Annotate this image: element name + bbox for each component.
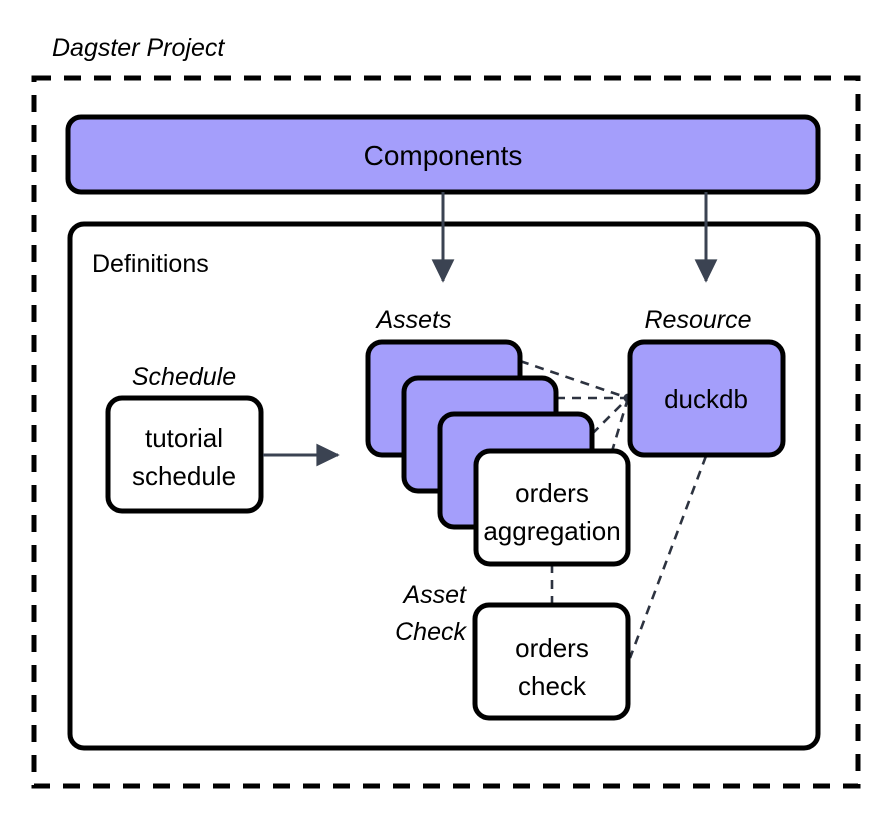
asset-check-group-label-line2: Check: [395, 618, 467, 646]
edge-asset3-to-duckdb: [591, 397, 629, 435]
edge-asset1-to-duckdb: [519, 359, 629, 400]
tutorial-schedule-line1: tutorial: [145, 423, 223, 453]
duckdb-label: duckdb: [664, 384, 748, 414]
orders-aggregation-node[interactable]: [473, 448, 631, 567]
orders-aggregation-line1: orders: [515, 478, 589, 508]
tutorial-schedule-node[interactable]: [105, 395, 264, 514]
orders-aggregation-line2: aggregation: [483, 516, 620, 546]
components-label: Components: [364, 140, 523, 171]
dagster-project-title: Dagster Project: [52, 34, 225, 62]
duckdb-node[interactable]: [627, 339, 786, 458]
orders-check-node[interactable]: [472, 602, 631, 721]
asset-check-group-label-line1: Asset: [401, 581, 467, 609]
dagster-project-container: [31, 75, 861, 789]
edge-duckdb-to-orders-check: [628, 455, 708, 659]
orders-check-line1: orders: [515, 633, 589, 663]
schedule-group-label: Schedule: [132, 363, 236, 391]
orders-check-line2: check: [518, 671, 587, 701]
edge-orders-aggregation-to-duckdb: [605, 397, 630, 469]
definitions-label: Definitions: [92, 250, 209, 278]
tutorial-schedule-line2: schedule: [132, 461, 236, 491]
assets-group-label: Assets: [374, 306, 451, 334]
resource-group-label: Resource: [645, 306, 752, 334]
